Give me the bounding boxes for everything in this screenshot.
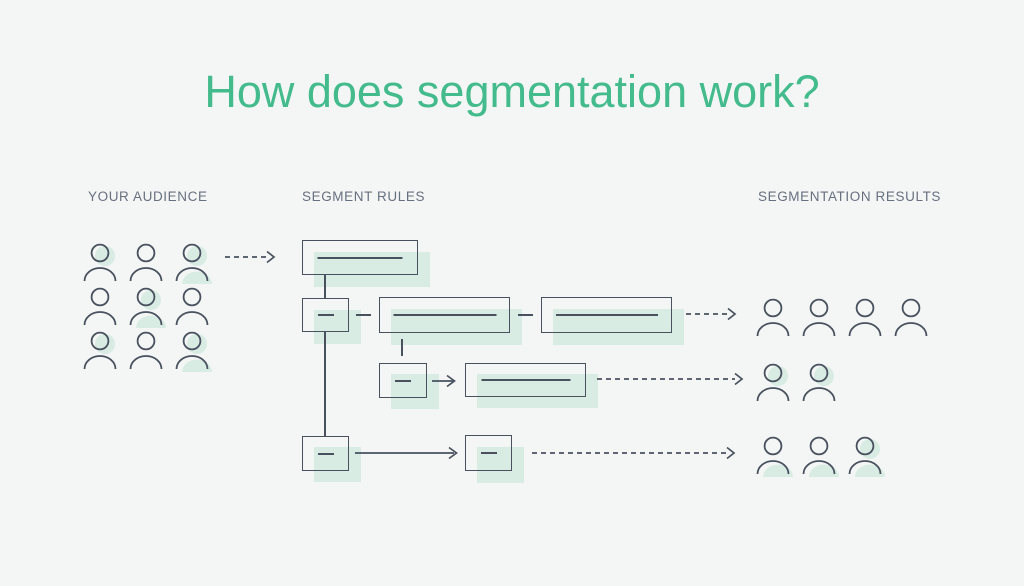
person-head	[182, 331, 202, 351]
person-icon	[83, 287, 117, 326]
rule-box-wide-1	[379, 297, 510, 333]
person-head	[182, 287, 202, 307]
person-icon	[756, 363, 790, 402]
person-shoulders	[756, 387, 790, 402]
person-icon	[802, 436, 839, 477]
person-highlight-head	[860, 439, 880, 459]
person-head	[763, 298, 783, 318]
person-head	[809, 363, 829, 383]
person-head	[809, 298, 829, 318]
arrow-audience-to-rules	[225, 250, 276, 264]
person-head	[136, 331, 156, 351]
rule-box-branch-left	[302, 298, 349, 332]
audience-row-1	[83, 243, 212, 284]
rule-text-line	[395, 379, 411, 382]
connector-wide1-to-sub	[401, 339, 403, 356]
person-highlight-head	[141, 290, 161, 310]
audience-row-2	[83, 287, 211, 328]
arrow-rules-to-results-3	[532, 446, 736, 460]
person-icon	[129, 287, 166, 328]
connector-wide1-to-wide2	[518, 314, 533, 316]
rule-text-line	[317, 256, 403, 259]
person-head	[763, 436, 783, 456]
page-title: How does segmentation work?	[204, 66, 820, 117]
person-head	[182, 243, 202, 263]
rule-text-line	[317, 452, 334, 455]
rule-text-line	[555, 314, 658, 316]
audience-row-3	[83, 331, 212, 372]
person-icon	[129, 331, 163, 370]
person-shoulders	[83, 355, 117, 370]
rule-box-small-end	[465, 435, 512, 471]
person-icon	[756, 436, 793, 477]
rule-box-wide-2	[541, 297, 672, 333]
rule-text-line	[481, 379, 570, 381]
person-shoulders	[848, 460, 882, 475]
person-icon	[175, 331, 212, 372]
person-highlight-head	[187, 246, 207, 266]
rule-box-sub	[379, 363, 427, 398]
arrow-rules-to-results-2	[597, 372, 744, 386]
person-icon	[129, 243, 163, 282]
person-icon	[848, 436, 885, 477]
person-highlight-head	[187, 334, 207, 354]
rule-box-top	[302, 240, 418, 275]
person-icon	[894, 298, 928, 337]
person-shoulders	[175, 267, 209, 282]
person-head	[855, 298, 875, 318]
rule-box-medium	[465, 363, 586, 397]
person-shoulders	[756, 460, 790, 475]
person-highlight-head	[95, 334, 115, 354]
arrow-sub-to-medium	[432, 374, 456, 388]
person-shoulders	[756, 322, 790, 337]
person-icon	[175, 287, 209, 326]
person-head	[136, 287, 156, 307]
person-shoulders	[802, 387, 836, 402]
rule-box-branch-bottom	[302, 436, 349, 471]
person-icon	[802, 298, 836, 337]
connector-top-to-branch	[324, 275, 326, 298]
connector-branch-to-wide1	[356, 314, 371, 316]
person-icon	[175, 243, 212, 284]
results-row-1	[756, 298, 930, 338]
arrow-bottom-branch-to-end	[355, 446, 458, 460]
person-head	[90, 331, 110, 351]
person-head	[90, 287, 110, 307]
person-highlight-head	[814, 366, 834, 386]
person-shoulders	[175, 311, 209, 326]
audience-section-label: YOUR AUDIENCE	[88, 189, 208, 204]
person-shoulders	[83, 311, 117, 326]
person-highlight-head	[95, 246, 115, 266]
person-icon	[848, 298, 882, 337]
arrow-rules-to-results-1	[686, 307, 737, 321]
person-head	[901, 298, 921, 318]
person-shoulders	[894, 322, 928, 337]
rules-section-label: SEGMENT RULES	[302, 189, 426, 204]
person-icon	[802, 363, 836, 402]
person-shoulders	[175, 355, 209, 370]
results-section-label: SEGMENTATION RESULTS	[758, 189, 942, 204]
person-head	[90, 243, 110, 263]
connector-branch-to-bottom	[324, 332, 326, 436]
person-head	[136, 243, 156, 263]
person-head	[809, 436, 829, 456]
rule-text-line	[480, 452, 497, 454]
person-shoulders	[848, 322, 882, 337]
results-row-2	[756, 363, 838, 403]
person-shoulders	[83, 267, 117, 282]
results-row-3	[756, 436, 885, 477]
rule-text-line	[317, 314, 334, 316]
rule-text-line	[393, 314, 496, 316]
person-icon	[756, 298, 790, 337]
person-shoulders	[129, 311, 163, 326]
person-head	[855, 436, 875, 456]
person-shoulders	[802, 460, 836, 475]
person-highlight-head	[768, 366, 788, 386]
person-shoulders	[802, 322, 836, 337]
person-shoulders	[129, 355, 163, 370]
person-icon	[83, 243, 117, 282]
person-icon	[83, 331, 117, 370]
person-shoulders	[129, 267, 163, 282]
person-head	[763, 363, 783, 383]
